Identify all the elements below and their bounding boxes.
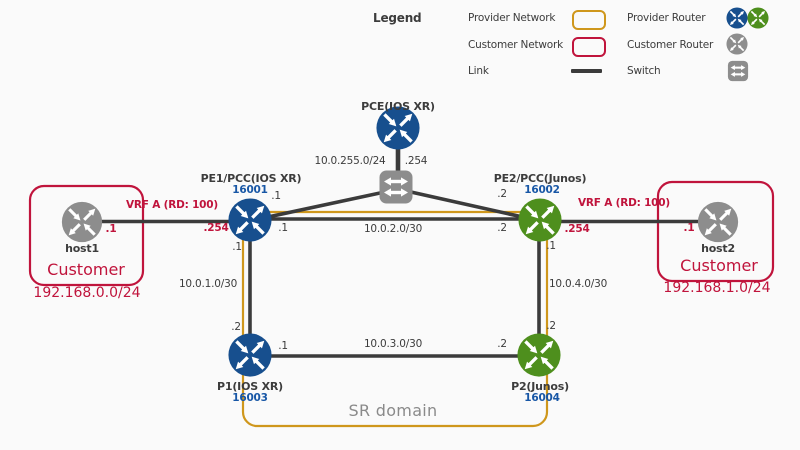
switch-pe1-interface-ip: .1 [271, 190, 281, 202]
host2-label: host2 [701, 242, 735, 255]
pe1-p1-p1-ip: .2 [231, 321, 241, 333]
legend-customer-router-label: Customer Router [627, 39, 714, 51]
legend-link-label: Link [468, 65, 489, 77]
sr-domain-label: SR domain [348, 401, 438, 420]
vrf-label-left: VRF A (RD: 100) [126, 199, 218, 211]
p2-sid: 16004 [524, 392, 560, 404]
link-switch-pe1 [251, 187, 397, 223]
legend-provider-network-label: Provider Network [468, 12, 556, 24]
pe1-p1-pe1-ip: .1 [232, 241, 242, 253]
link-switch-pe2 [399, 187, 539, 223]
switch-icon [378, 169, 414, 205]
pe1-pe2-pe2-ip: .2 [497, 222, 507, 234]
pe2-p2-pe2-ip: .1 [546, 240, 556, 252]
pe2-sid: 16002 [524, 184, 560, 196]
pce-interface-ip: .254 [404, 155, 428, 167]
customer-right-title: Customer [680, 256, 758, 275]
customer-right-subnet: 192.168.1.0/24 [663, 280, 771, 296]
legend-title: Legend [373, 11, 422, 25]
vrf-label-right: VRF A (RD: 100) [578, 197, 670, 209]
p2-label: P2(Junos) [511, 380, 569, 393]
p2-router-icon [516, 332, 562, 378]
host1-router-icon [61, 201, 103, 243]
legend-link-swatch [571, 69, 602, 73]
provider-network-boundary [241, 210, 549, 428]
host2-interface-ip: .1 [683, 222, 695, 234]
pe2-vrf-interface-ip: .254 [564, 223, 590, 235]
host1-label: host1 [65, 242, 99, 255]
customer-left-subnet: 192.168.0.0/24 [33, 285, 141, 301]
pe1-pe2-subnet: 10.0.2.0/30 [363, 223, 423, 235]
pce-label: PCE(IOS XR) [361, 100, 435, 113]
pe2-label: PE2/PCC(Junos) [493, 172, 587, 185]
pce-switch-subnet: 10.0.255.0/24 [314, 155, 386, 167]
p1-label: P1(IOS XR) [217, 380, 283, 393]
pe1-label: PE1/PCC(IOS XR) [200, 172, 302, 185]
switch-pe2-interface-ip: .2 [497, 188, 507, 200]
customer-left-title: Customer [47, 260, 125, 279]
pe2-p2-p2-ip: .2 [546, 320, 556, 332]
legend-switch-label: Switch [627, 65, 661, 77]
p1-p2-p2-ip: .2 [497, 338, 507, 350]
p1-p2-p1-ip: .1 [278, 340, 288, 352]
pe1-router-icon [227, 197, 273, 243]
legend-provider-network-swatch [572, 10, 606, 30]
customer-network-right-boundary [656, 180, 775, 283]
legend-customer-network-label: Customer Network [468, 39, 563, 51]
p1-router-icon [227, 332, 273, 378]
legend-provider-router-blue-icon [726, 7, 748, 29]
host2-router-icon [697, 201, 739, 243]
legend-customer-router-icon [726, 33, 748, 55]
pe2-router-icon [517, 197, 563, 243]
legend-provider-router-green-icon [747, 7, 769, 29]
pe2-p2-subnet: 10.0.4.0/30 [548, 278, 608, 290]
pe1-vrf-interface-ip: .254 [203, 222, 229, 234]
host1-interface-ip: .1 [105, 223, 117, 235]
legend-provider-router-label: Provider Router [627, 12, 706, 24]
customer-network-left-boundary [28, 184, 145, 287]
p1-p2-subnet: 10.0.3.0/30 [363, 338, 423, 350]
pe1-pe2-pe1-ip: .1 [278, 222, 288, 234]
p1-sid: 16003 [232, 392, 268, 404]
legend-customer-network-swatch [572, 37, 606, 57]
legend-switch-icon [727, 60, 749, 82]
pe1-p1-subnet: 10.0.1.0/30 [178, 278, 238, 290]
pe1-sid: 16001 [232, 184, 268, 196]
